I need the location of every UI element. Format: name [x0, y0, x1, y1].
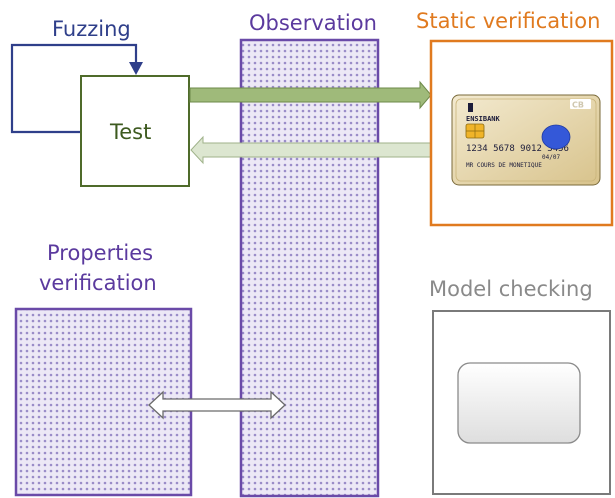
- properties-label-line1: Properties: [47, 241, 153, 265]
- double-arrow-properties-observation: [148, 390, 286, 420]
- model-checking-label: Model checking: [429, 277, 593, 301]
- arrow-test-to-static: [189, 80, 432, 110]
- smart-card-image: ENSIBANK 1234 5678 9012 3456 04/07 MR CO…: [451, 94, 601, 186]
- test-box: [80, 75, 190, 187]
- fuzzing-loop-line: [10, 43, 138, 134]
- card-hologram: [541, 124, 571, 150]
- card-bank-name: ENSIBANK: [466, 115, 501, 123]
- static-verification-label: Static verification: [416, 9, 600, 33]
- svg-text:CB: CB: [572, 101, 584, 110]
- properties-label-line2: verification: [39, 271, 157, 295]
- card-number: 1234 5678 9012 3456: [466, 144, 569, 154]
- fuzzing-label: Fuzzing: [52, 17, 131, 41]
- fuzzing-loop-arrowhead: [129, 62, 143, 75]
- test-label: Test: [109, 120, 151, 144]
- model-checking-inner-shape: [457, 362, 581, 444]
- card-expiry: 04/07: [542, 154, 560, 161]
- arrow-static-to-test: [190, 135, 432, 165]
- observation-label: Observation: [249, 11, 377, 35]
- card-logo-icon: CB: [570, 99, 591, 110]
- observation-column: [239, 38, 380, 498]
- card-holder: MR COURS DE MONETIQUE: [466, 162, 542, 169]
